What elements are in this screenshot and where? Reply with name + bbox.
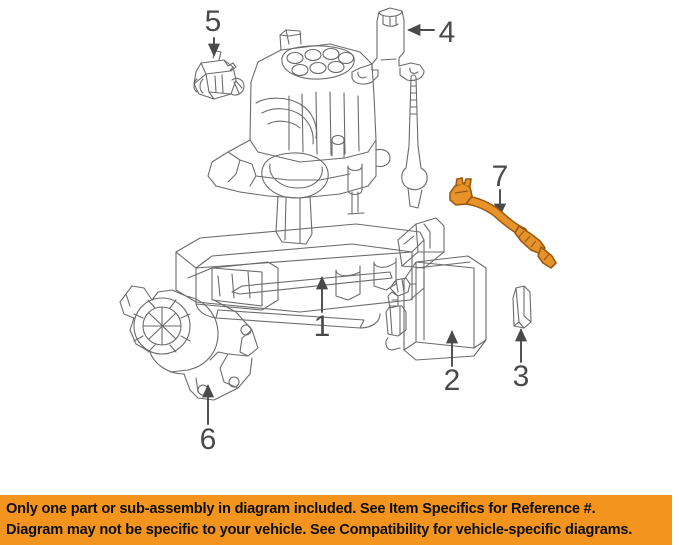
dipstick-tube: [401, 74, 428, 209]
callout-label-2: 2: [444, 364, 461, 397]
disclaimer-banner: Only one part or sub-assembly in diagram…: [0, 495, 672, 545]
part-7-oxygen-sensor-highlighted: [449, 177, 557, 269]
part-5-map-sensor: [193, 50, 245, 100]
callout-label-7: 7: [492, 160, 509, 193]
callout-label-6: 6: [200, 423, 217, 456]
part-2-vapor-canister: [385, 255, 487, 361]
part-3-clip-bracket: [512, 285, 532, 329]
callout-label-5: 5: [205, 5, 222, 38]
part-6-egr-valve: [119, 285, 259, 401]
callout-label-4: 4: [439, 16, 456, 49]
callout-leaders: [201, 23, 528, 425]
callout-numbers: 1 2 3 4 5 6 7: [200, 5, 530, 456]
part-4-purge-solenoid: [351, 7, 425, 85]
callout-label-1: 1: [314, 310, 331, 343]
disclaimer-line-2: Diagram may not be specific to your vehi…: [6, 522, 633, 538]
disclaimer-line-1: Only one part or sub-assembly in diagram…: [6, 501, 596, 517]
callout-label-3: 3: [513, 360, 530, 393]
part-1-intake-manifold: [175, 29, 445, 329]
